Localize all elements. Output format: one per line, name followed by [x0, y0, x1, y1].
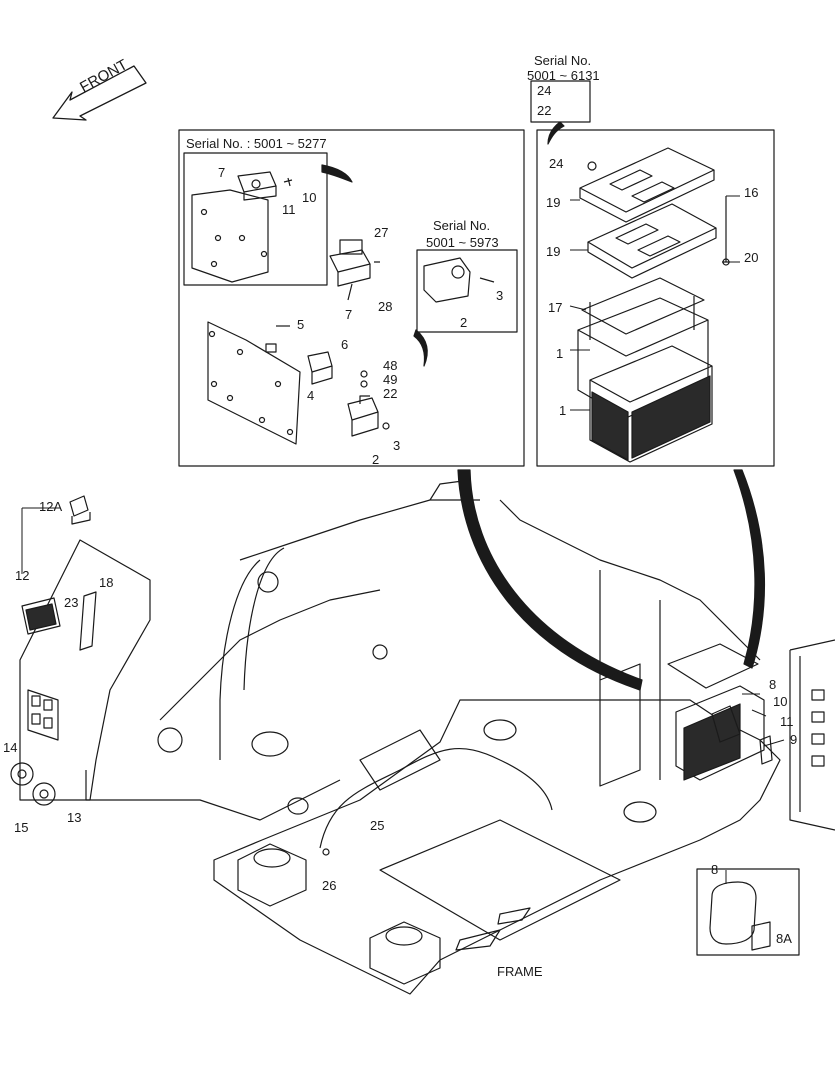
callout-4: 4	[307, 388, 315, 403]
callout-25: 25	[370, 818, 385, 833]
battery-cover-lower	[587, 203, 717, 269]
serial-top-right-line1: Serial No.	[534, 53, 592, 68]
leader-swoosh-mid	[413, 329, 428, 367]
frame-label: FRAME	[497, 964, 543, 979]
callout-14: 14	[3, 740, 18, 755]
callout-11: 11	[282, 202, 296, 217]
serial-left-panel: Serial No. : 5001 ~ 5277	[186, 136, 327, 151]
battery-cover-upper	[579, 147, 715, 213]
callout-22: 22	[537, 103, 552, 118]
leader-swoosh-top	[547, 121, 565, 145]
callout-10: 10	[773, 694, 788, 709]
callout-8A: 8A	[776, 931, 792, 946]
control-plate	[207, 321, 301, 445]
callout-13: 13	[67, 810, 82, 825]
washer-tank	[709, 881, 757, 945]
left-panel-inner-box	[183, 152, 328, 286]
callout-10: 10	[302, 190, 317, 205]
callout-11: 11	[780, 714, 794, 729]
callout-6: 6	[341, 337, 349, 352]
left-tower	[19, 539, 151, 801]
callout-3: 3	[393, 438, 401, 453]
serial-mid-line2: 5001 ~ 5973	[426, 235, 499, 250]
callout-17: 17	[548, 300, 563, 315]
horn-2	[32, 782, 56, 806]
mid-serial-panel	[416, 249, 518, 333]
callout-12: 12	[15, 568, 30, 583]
callout-7: 7	[345, 307, 353, 322]
callout-7: 7	[218, 165, 226, 180]
callout-26: 26	[322, 878, 337, 893]
callout-8: 8	[711, 862, 719, 877]
callout-48: 48	[383, 358, 398, 373]
callout-8: 8	[769, 677, 777, 692]
wire-harness	[319, 748, 553, 849]
work-lamp	[21, 597, 61, 635]
battery-panel	[536, 129, 775, 467]
callout-5: 5	[297, 317, 305, 332]
callout-49: 49	[383, 372, 398, 387]
front-arrow-icon	[52, 65, 147, 121]
callout-19: 19	[546, 195, 561, 210]
leader-swoosh-big	[457, 469, 643, 691]
callout-16: 16	[744, 185, 759, 200]
serial-mid-line1: Serial No.	[433, 218, 491, 233]
callout-3: 3	[496, 288, 504, 303]
leader-swoosh-left	[321, 164, 353, 183]
inset-8-box	[696, 868, 800, 956]
leader-swoosh-battery	[733, 469, 766, 669]
callout-19: 19	[546, 244, 561, 259]
callout-28: 28	[378, 299, 393, 314]
callout-1: 1	[559, 403, 567, 418]
callout-23: 23	[64, 595, 79, 610]
callout-20: 20	[744, 250, 759, 265]
callout-18: 18	[99, 575, 114, 590]
horn-1	[10, 762, 34, 786]
callout-27: 27	[374, 225, 389, 240]
serial-top-right-line2: 5001 ~ 6131	[527, 68, 600, 83]
callout-22: 22	[383, 386, 398, 401]
left-serial-panel	[178, 129, 525, 467]
callout-24: 24	[537, 83, 552, 98]
callout-2: 2	[372, 452, 380, 467]
callout-12A: 12A	[39, 499, 63, 514]
callout-24: 24	[549, 156, 564, 171]
callout-1: 1	[556, 346, 564, 361]
frame-center-cutout	[379, 819, 621, 941]
callout-9: 9	[790, 732, 798, 747]
callout-2: 2	[460, 315, 468, 330]
callout-15: 15	[14, 820, 29, 835]
machine-frame	[213, 699, 781, 995]
